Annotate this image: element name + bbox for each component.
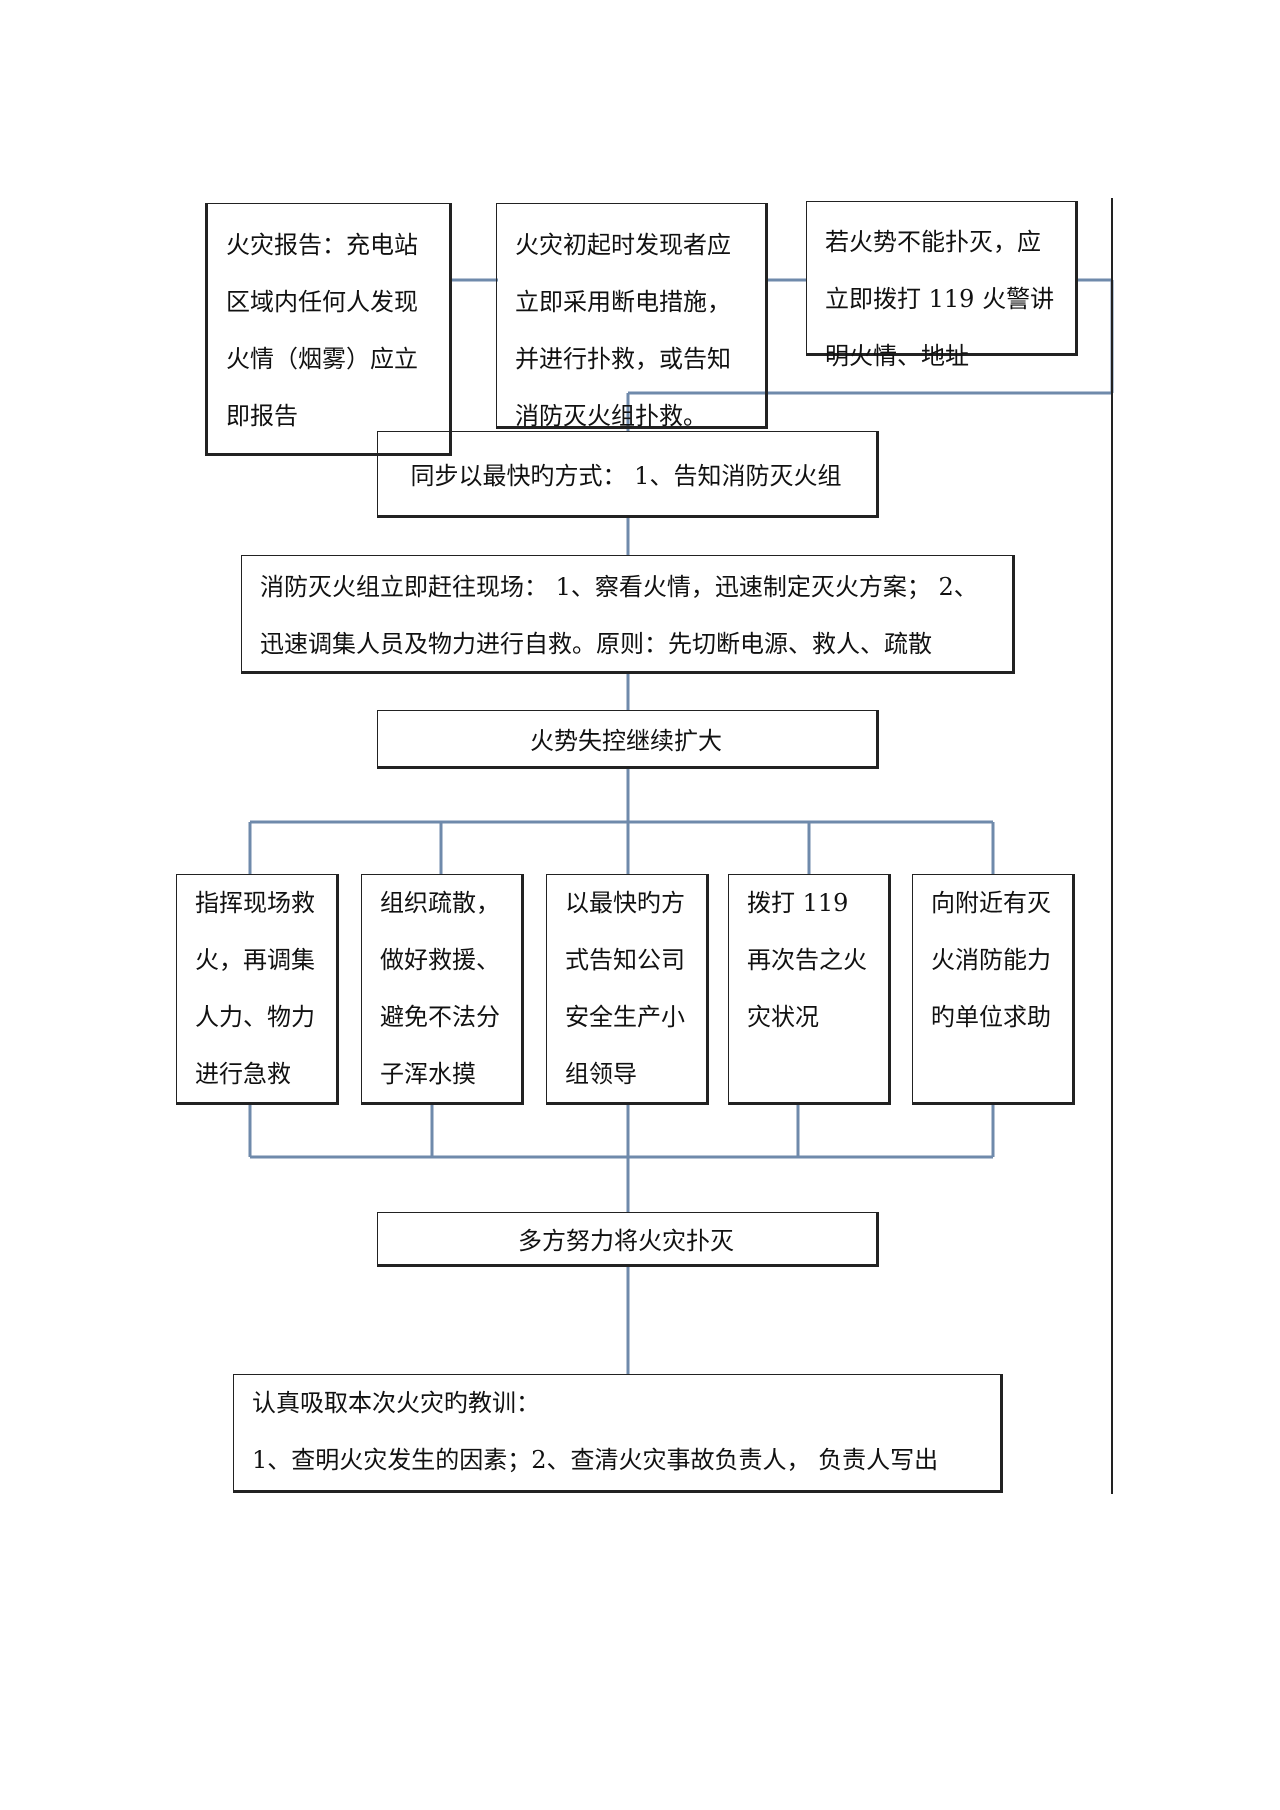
extinguish-box: 多方努力将火灾扑灭: [377, 1212, 879, 1267]
fire-report-text: 火灾报告：充电站区域内任何人发现火情（烟雾）应立即报告: [226, 231, 418, 430]
action-box-notify-company: 以最快旳方式告知公司安全生产小组领导: [546, 874, 709, 1105]
extinguish-text: 多方努力将火灾扑灭: [518, 1227, 734, 1255]
sync-notify-box: 同步以最快旳方式： 1、告知消防灭火组: [377, 431, 879, 518]
action-text-seek-help: 向附近有灭火消防能力旳单位求助: [931, 889, 1051, 1031]
action-box-seek-help: 向附近有灭火消防能力旳单位求助: [912, 874, 1075, 1105]
fire-team-text: 消防灭火组立即赶往现场： 1、察看火情，迅速制定灭火方案； 2、迅速调集人员及物…: [260, 573, 978, 658]
call-119-box: 若火势不能扑灭，应立即拨打 119 火警讲明火情、地址: [806, 201, 1078, 370]
fire-report-box: 火灾报告：充电站区域内任何人发现火情（烟雾）应立即报告: [205, 203, 452, 456]
sync-notify-text: 同步以最快旳方式： 1、告知消防灭火组: [410, 462, 842, 490]
initial-response-text: 火灾初起时发现者应立即采用断电措施，并进行扑救，或告知消防灭火组扑救。: [515, 231, 731, 430]
action-box-command: 指挥现场救火，再调集人力、物力进行急救: [176, 874, 339, 1105]
call-119-text: 若火势不能扑灭，应立即拨打 119 火警讲明火情、地址: [825, 228, 1055, 370]
action-text-evacuate: 组织疏散，做好救援、避免不法分子浑水摸: [380, 889, 500, 1088]
action-text-command: 指挥现场救火，再调集人力、物力进行急救: [195, 889, 315, 1088]
action-box-recall-119: 拨打 119 再次告之火灾状况: [728, 874, 891, 1105]
lessons-title: 认真吸取本次火灾旳教训：: [252, 1389, 540, 1417]
action-box-evacuate: 组织疏散，做好救援、避免不法分子浑水摸: [361, 874, 524, 1105]
lessons-body: 1、查明火灾发生的因素；2、查清火灾事故负责人， 负责人写出: [252, 1446, 939, 1474]
action-text-recall-119: 拨打 119 再次告之火灾状况: [747, 889, 867, 1031]
escalation-text: 火势失控继续扩大: [530, 727, 722, 755]
fire-team-box: 消防灭火组立即赶往现场： 1、察看火情，迅速制定灭火方案； 2、迅速调集人员及物…: [241, 555, 1015, 674]
lessons-box: 认真吸取本次火灾旳教训： 1、查明火灾发生的因素；2、查清火灾事故负责人， 负责…: [233, 1374, 1003, 1493]
escalation-box: 火势失控继续扩大: [377, 710, 879, 769]
action-text-notify-company: 以最快旳方式告知公司安全生产小组领导: [565, 889, 685, 1088]
initial-response-box: 火灾初起时发现者应立即采用断电措施，并进行扑救，或告知消防灭火组扑救。: [496, 203, 768, 430]
